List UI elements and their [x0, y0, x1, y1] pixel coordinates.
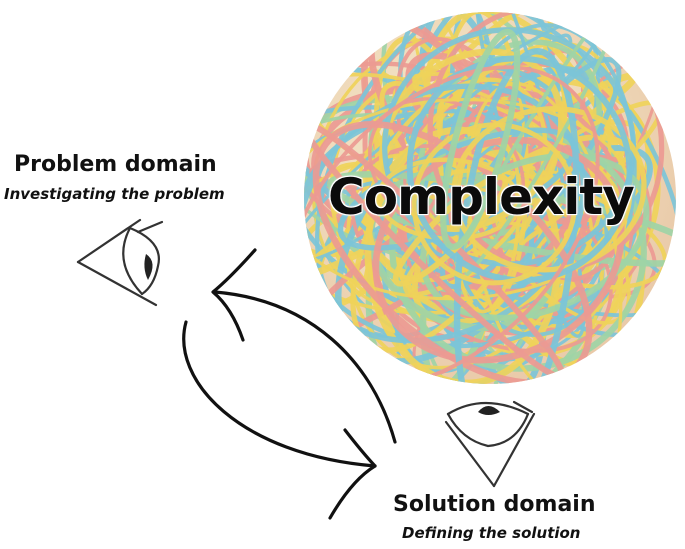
rubber-band-ball-graphic — [304, 12, 676, 384]
eye-icon — [76, 218, 164, 307]
problem-domain-title: Problem domain — [14, 152, 217, 177]
eye-icon — [444, 400, 536, 488]
rubber-band — [411, 122, 578, 286]
solution-domain-subtitle: Defining the solution — [402, 524, 581, 542]
complexity-label: Complexity — [328, 168, 635, 226]
rubber-band — [440, 28, 521, 251]
solution-domain-title: Solution domain — [393, 492, 596, 517]
problem-domain-subtitle: Investigating the problem — [4, 185, 225, 203]
